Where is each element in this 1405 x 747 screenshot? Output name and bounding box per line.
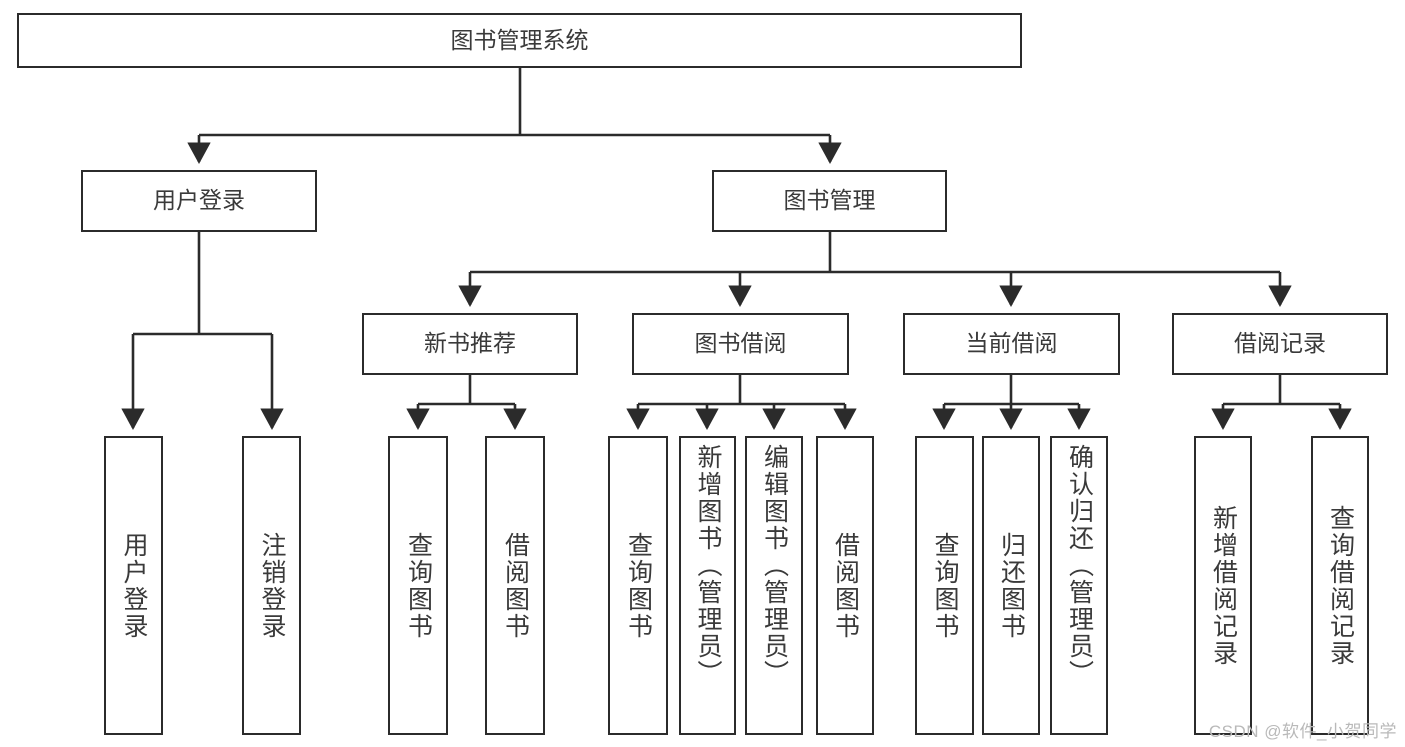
node-leaf-edit-book-admin[interactable]: 编辑图书（管理员） [745,436,803,735]
node-leaf-query-book-3[interactable]: 查询图书 [915,436,974,735]
node-leaf-logout-login[interactable]: 注销登录 [242,436,301,735]
node-user-login-label: 用户登录 [153,187,245,214]
node-leaf-add-borrow-record-label: 新增借阅记录 [1209,504,1238,667]
node-borrow-record[interactable]: 借阅记录 [1172,313,1388,375]
node-leaf-user-login-label: 用户登录 [120,531,148,640]
node-leaf-borrow-book-1[interactable]: 借阅图书 [485,436,545,735]
node-leaf-return-book-label: 归还图书 [997,531,1026,640]
node-new-book-recommend[interactable]: 新书推荐 [362,313,578,375]
node-current-borrow[interactable]: 当前借阅 [903,313,1120,375]
node-book-borrow[interactable]: 图书借阅 [632,313,849,375]
node-root-label: 图书管理系统 [450,26,589,53]
node-leaf-query-book-2-label: 查询图书 [624,531,653,640]
node-borrow-record-label: 借阅记录 [1234,330,1326,357]
node-leaf-query-book-3-label: 查询图书 [931,531,959,640]
node-leaf-borrow-book-1-label: 借阅图书 [501,531,530,640]
node-leaf-query-book-1-label: 查询图书 [404,531,433,640]
node-user-login[interactable]: 用户登录 [81,170,317,232]
node-leaf-borrow-book-2-label: 借阅图书 [831,531,860,640]
node-leaf-user-login[interactable]: 用户登录 [104,436,163,735]
node-leaf-confirm-return-admin[interactable]: 确认归还（管理员） [1050,436,1108,735]
node-root[interactable]: 图书管理系统 [17,13,1022,68]
node-book-management[interactable]: 图书管理 [712,170,947,232]
node-leaf-add-book-admin[interactable]: 新增图书（管理员） [679,436,736,735]
node-leaf-query-book-2[interactable]: 查询图书 [608,436,668,735]
node-leaf-add-borrow-record[interactable]: 新增借阅记录 [1194,436,1252,735]
node-book-borrow-label: 图书借阅 [694,330,787,357]
node-leaf-query-borrow-record[interactable]: 查询借阅记录 [1311,436,1369,735]
node-leaf-edit-book-admin-label: 编辑图书（管理员） [760,444,789,687]
node-leaf-logout-login-label: 注销登录 [258,531,286,640]
node-current-borrow-label: 当前借阅 [965,330,1058,357]
node-leaf-query-book-1[interactable]: 查询图书 [388,436,448,735]
node-leaf-add-book-admin-label: 新增图书（管理员） [694,444,722,687]
node-leaf-return-book[interactable]: 归还图书 [982,436,1040,735]
node-book-management-label: 图书管理 [783,187,876,214]
node-leaf-borrow-book-2[interactable]: 借阅图书 [816,436,874,735]
node-leaf-confirm-return-admin-label: 确认归还（管理员） [1065,444,1094,687]
node-leaf-query-borrow-record-label: 查询借阅记录 [1326,504,1355,667]
node-new-book-recommend-label: 新书推荐 [424,330,516,357]
